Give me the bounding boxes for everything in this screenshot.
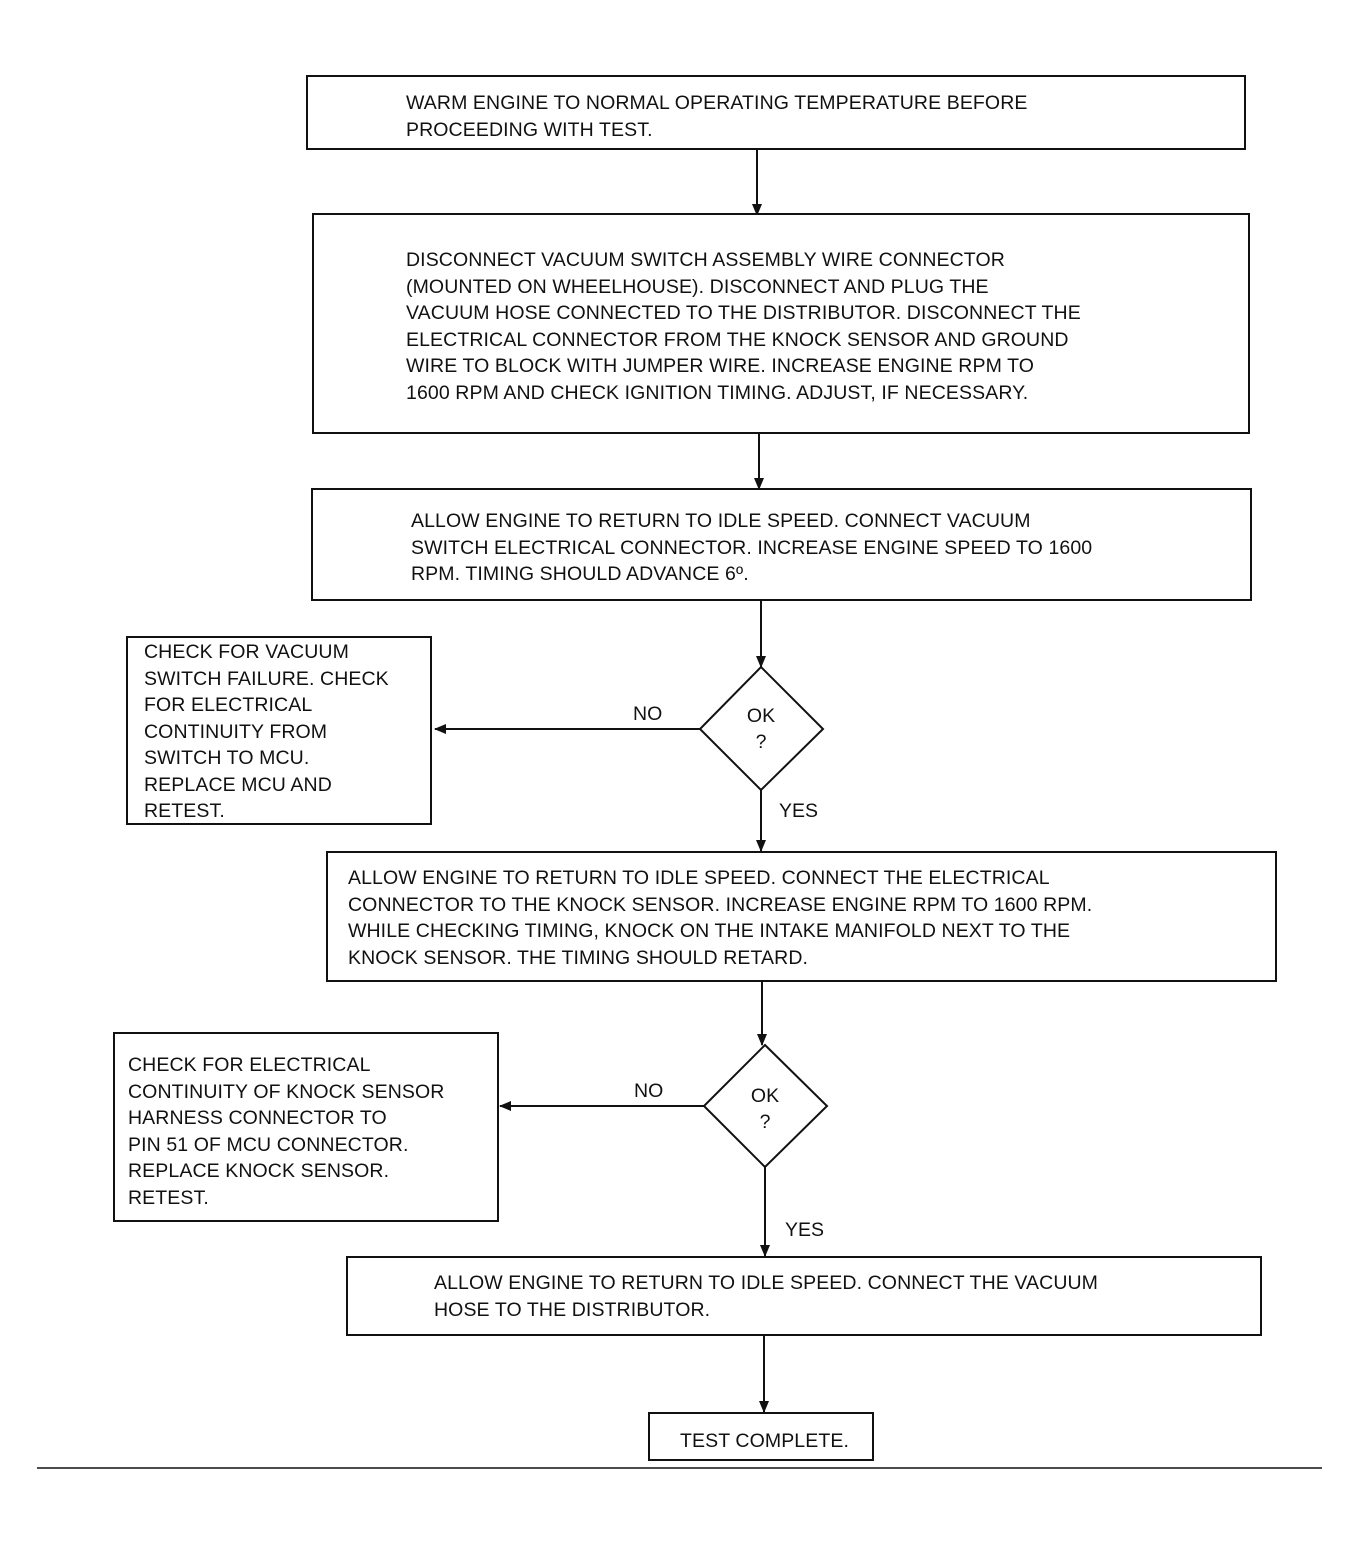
step-disconnect-line: VACUUM HOSE CONNECTED TO THE DISTRIBUTOR… bbox=[406, 302, 1081, 324]
step-vacuum-fail-line: CONTINUITY FROM bbox=[144, 720, 328, 743]
decision-1-line-2: ? bbox=[755, 731, 767, 753]
step-advance-line: RPM. TIMING SHOULD ADVANCE 6º. bbox=[411, 563, 749, 585]
step-knock-fail-line: PIN 51 OF MCU CONNECTOR. bbox=[128, 1133, 409, 1156]
step-complete-line: TEST COMPLETE. bbox=[680, 1430, 849, 1452]
step-knock-test-line: KNOCK SENSOR. THE TIMING SHOULD RETARD. bbox=[348, 946, 809, 969]
step-vacuum-fail-line: CHECK FOR VACUUM bbox=[144, 641, 349, 663]
step-warm-engine-line: WARM ENGINE TO NORMAL OPERATING TEMPERAT… bbox=[406, 92, 1028, 114]
step-knock-test-line: WHILE CHECKING TIMING, KNOCK ON THE INTA… bbox=[348, 920, 1071, 942]
decision-2-text: OK ? bbox=[735, 1083, 795, 1135]
step-warm-engine: WARM ENGINE TO NORMAL OPERATING TEMPERAT… bbox=[306, 75, 1246, 150]
step-disconnect-line: (MOUNTED ON WHEELHOUSE). DISCONNECT AND … bbox=[406, 275, 989, 298]
step-knock-fail-line: HARNESS CONNECTOR TO bbox=[128, 1107, 387, 1129]
step-disconnect-vacuum: DISCONNECT VACUUM SWITCH ASSEMBLY WIRE C… bbox=[312, 213, 1250, 434]
step-knock-test-line: CONNECTOR TO THE KNOCK SENSOR. INCREASE … bbox=[348, 893, 1093, 916]
step-warm-engine-line: PROCEEDING WITH TEST. bbox=[406, 118, 653, 141]
step-vacuum-fail-line: FOR ELECTRICAL bbox=[144, 694, 313, 716]
decision-1-line-1: OK bbox=[746, 705, 776, 727]
step-advance-line: ALLOW ENGINE TO RETURN TO IDLE SPEED. CO… bbox=[411, 510, 1031, 532]
step-disconnect-line: ELECTRICAL CONNECTOR FROM THE KNOCK SENS… bbox=[406, 328, 1069, 351]
decision-1-yes-label: YES bbox=[779, 800, 819, 822]
step-knock-fail-line: RETEST. bbox=[128, 1186, 209, 1209]
step-reconnect-line: HOSE TO THE DISTRIBUTOR. bbox=[434, 1298, 711, 1321]
decision-1-no-label: NO bbox=[633, 703, 663, 725]
step-vacuum-fail-line: SWITCH FAILURE. CHECK bbox=[144, 667, 389, 690]
step-reconnect-vacuum-hose: ALLOW ENGINE TO RETURN TO IDLE SPEED. CO… bbox=[346, 1256, 1262, 1336]
decision-2-line-2: ? bbox=[759, 1111, 771, 1133]
step-vacuum-switch-failure: CHECK FOR VACUUM SWITCH FAILURE. CHECK F… bbox=[126, 636, 432, 825]
decision-2-line-1: OK bbox=[750, 1085, 780, 1107]
step-disconnect-line: WIRE TO BLOCK WITH JUMPER WIRE. INCREASE… bbox=[406, 355, 1035, 377]
decision-1-diamond bbox=[698, 665, 825, 792]
step-vacuum-fail-line: SWITCH TO MCU. bbox=[144, 747, 310, 769]
step-knock-test-line: ALLOW ENGINE TO RETURN TO IDLE SPEED. CO… bbox=[348, 867, 1050, 889]
step-vacuum-fail-line: REPLACE MCU AND bbox=[144, 773, 332, 796]
step-disconnect-line: DISCONNECT VACUUM SWITCH ASSEMBLY WIRE C… bbox=[406, 249, 1005, 271]
step-test-complete: TEST COMPLETE. bbox=[648, 1412, 874, 1461]
step-advance-line: SWITCH ELECTRICAL CONNECTOR. INCREASE EN… bbox=[411, 536, 1093, 559]
step-vacuum-fail-line: RETEST. bbox=[144, 800, 225, 822]
step-knock-sensor-test: ALLOW ENGINE TO RETURN TO IDLE SPEED. CO… bbox=[326, 851, 1277, 982]
decision-2-no-label: NO bbox=[634, 1080, 664, 1102]
decision-2-yes-label: YES bbox=[785, 1219, 825, 1241]
step-knock-fail-line: CHECK FOR ELECTRICAL bbox=[128, 1054, 371, 1076]
step-disconnect-line: 1600 RPM AND CHECK IGNITION TIMING. ADJU… bbox=[406, 381, 1029, 404]
step-check-advance: ALLOW ENGINE TO RETURN TO IDLE SPEED. CO… bbox=[311, 488, 1252, 601]
step-reconnect-line: ALLOW ENGINE TO RETURN TO IDLE SPEED. CO… bbox=[434, 1272, 1099, 1294]
step-knock-sensor-failure: CHECK FOR ELECTRICAL CONTINUITY OF KNOCK… bbox=[113, 1032, 499, 1222]
step-knock-fail-line: CONTINUITY OF KNOCK SENSOR bbox=[128, 1080, 445, 1103]
decision-1-text: OK ? bbox=[731, 703, 791, 755]
step-knock-fail-line: REPLACE KNOCK SENSOR. bbox=[128, 1160, 390, 1182]
decision-2-diamond bbox=[702, 1043, 829, 1169]
